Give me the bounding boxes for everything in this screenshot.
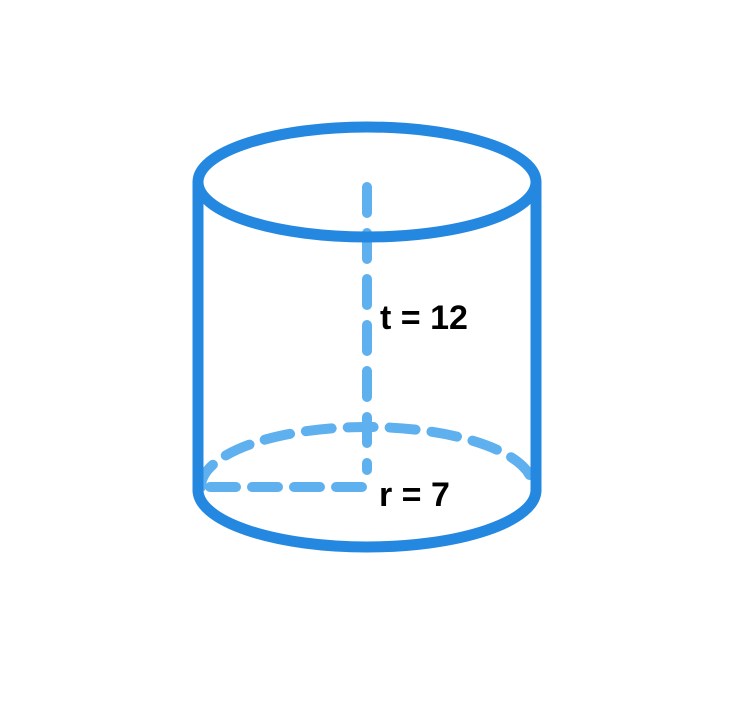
top-ellipse: [192, 121, 542, 243]
base-front-arc: [192, 484, 542, 553]
radius-label: r = 7: [379, 476, 450, 514]
height-label: t = 12: [380, 299, 468, 337]
